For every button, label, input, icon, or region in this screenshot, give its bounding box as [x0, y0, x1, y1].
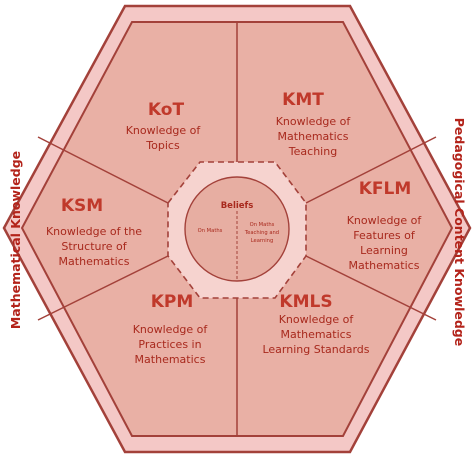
ksm-abbr: KSM — [61, 196, 103, 216]
kmt-line-3: Teaching — [288, 145, 337, 158]
ksm-line-2: Structure of — [61, 240, 127, 253]
mathematical-knowledge-label: Mathematical Knowledge — [8, 151, 23, 329]
kpm-line-2: Practices in — [138, 338, 201, 351]
kpm-line-3: Mathematics — [135, 353, 206, 366]
kmls-abbr: KMLS — [279, 292, 332, 312]
kpm-abbr: KPM — [151, 292, 194, 312]
beliefs-on-maths: On Maths — [198, 228, 223, 234]
beliefs-title: Beliefs — [221, 201, 254, 211]
kmls-line-1: Knowledge of — [279, 313, 355, 326]
divider-upper-left — [37, 136, 169, 204]
ksm-line-3: Mathematics — [59, 255, 130, 268]
kmls-line-2: Mathematics — [281, 328, 352, 341]
kmt-abbr: KMT — [282, 90, 324, 110]
divider-lower-left — [37, 255, 169, 321]
divider-upper-right — [305, 136, 437, 204]
divider-lower-right — [305, 255, 437, 321]
beliefs-teaching-line-3: Learning — [251, 238, 274, 244]
kflm-line-3: Learning — [360, 244, 408, 257]
kot-line-1: Knowledge of — [126, 124, 202, 137]
kflm-line-2: Features of — [353, 229, 416, 242]
kot-line-2: Topics — [145, 139, 180, 152]
kpm-line-1: Knowledge of — [133, 323, 209, 336]
kmt-line-1: Knowledge of — [276, 115, 352, 128]
kflm-line-4: Mathematics — [349, 259, 420, 272]
kflm-line-1: Knowledge of — [347, 214, 423, 227]
kmt-line-2: Mathematics — [278, 130, 349, 143]
beliefs-teaching-line-2: Teaching and — [244, 230, 279, 236]
beliefs-teaching-line-1: On Maths — [250, 222, 275, 228]
kmls-line-3: Learning Standards — [262, 343, 369, 356]
pedagogical-content-knowledge-label: Pedagogical Content Knowledge — [452, 118, 467, 346]
ksm-line-1: Knowledge of the — [46, 225, 142, 238]
kot-abbr: KoT — [148, 100, 185, 120]
kflm-abbr: KFLM — [359, 179, 412, 199]
